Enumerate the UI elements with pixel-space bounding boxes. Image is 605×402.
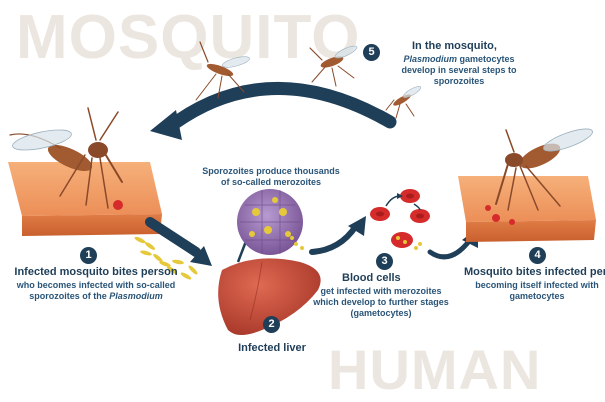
step-5-badge: 5 [363,44,380,61]
step-2-title: Infected liver [222,342,322,354]
step-4-title: Mosquito bites infected perso [464,266,605,278]
step-5-desc-line-2: develop in several steps to [384,65,534,76]
step-4-desc-line-1: becoming itself infected with [470,280,604,291]
step-2-badge: 2 [263,316,280,333]
step-4-badge: 4 [529,247,546,264]
step-5-desc-line-1-suffix: gametocytes [457,54,515,64]
step-1-badge: 1 [80,247,97,264]
blood-cells-icon [370,189,430,250]
skin-block-left [8,162,162,236]
step-3-badge: 3 [376,253,393,270]
step-3-desc-line-1: get infected with merozoites [312,286,450,297]
step-4-description: becoming itself infected with gametocyte… [470,280,604,302]
step-1-desc-line-2-italic: Plasmodium [109,291,163,301]
step-3-desc-line-2: which develop to further stages [312,297,450,308]
step-5-desc-line-1: Plasmodium gametocytes [384,54,534,65]
sporozoite-note: Sporozoites produce thousands of so-call… [196,166,346,188]
step-1-description: who becomes infected with so-called spor… [8,280,184,302]
small-mosquito-3-icon [386,84,422,118]
step-1-title: Infected mosquito bites person [8,266,184,278]
arrow-mosquito-to-human-cycle [150,88,390,140]
step-3-description: get infected with merozoites which devel… [312,286,450,319]
step-3-title: Blood cells [342,272,401,284]
infected-liver-cell-icon [237,189,304,255]
step-1-desc-line-2-prefix: sporozoites of the [29,291,109,301]
arrow-cell-to-blood [312,216,366,252]
step-3-desc-line-3: (gametocytes) [312,308,450,319]
malaria-lifecycle-diagram: MOSQUITO HUMAN [0,0,605,390]
step-4-desc-line-2: gametocytes [470,291,604,302]
step-5-desc-line-3: sporozoites [384,76,534,87]
sporozoite-note-line-2: of so-called merozoites [196,177,346,188]
step-1-desc-line-1: who becomes infected with so-called [8,280,184,291]
step-5-description: Plasmodium gametocytes develop in severa… [384,54,534,87]
step-5-desc-line-1-italic: Plasmodium [403,54,457,64]
step-1-desc-line-2: sporozoites of the Plasmodium [8,291,184,302]
small-mosquito-2-icon [310,44,358,86]
step-5-title: In the mosquito, [412,40,497,52]
skin-block-right [458,176,596,242]
sporozoite-note-line-1: Sporozoites produce thousands [196,166,346,177]
